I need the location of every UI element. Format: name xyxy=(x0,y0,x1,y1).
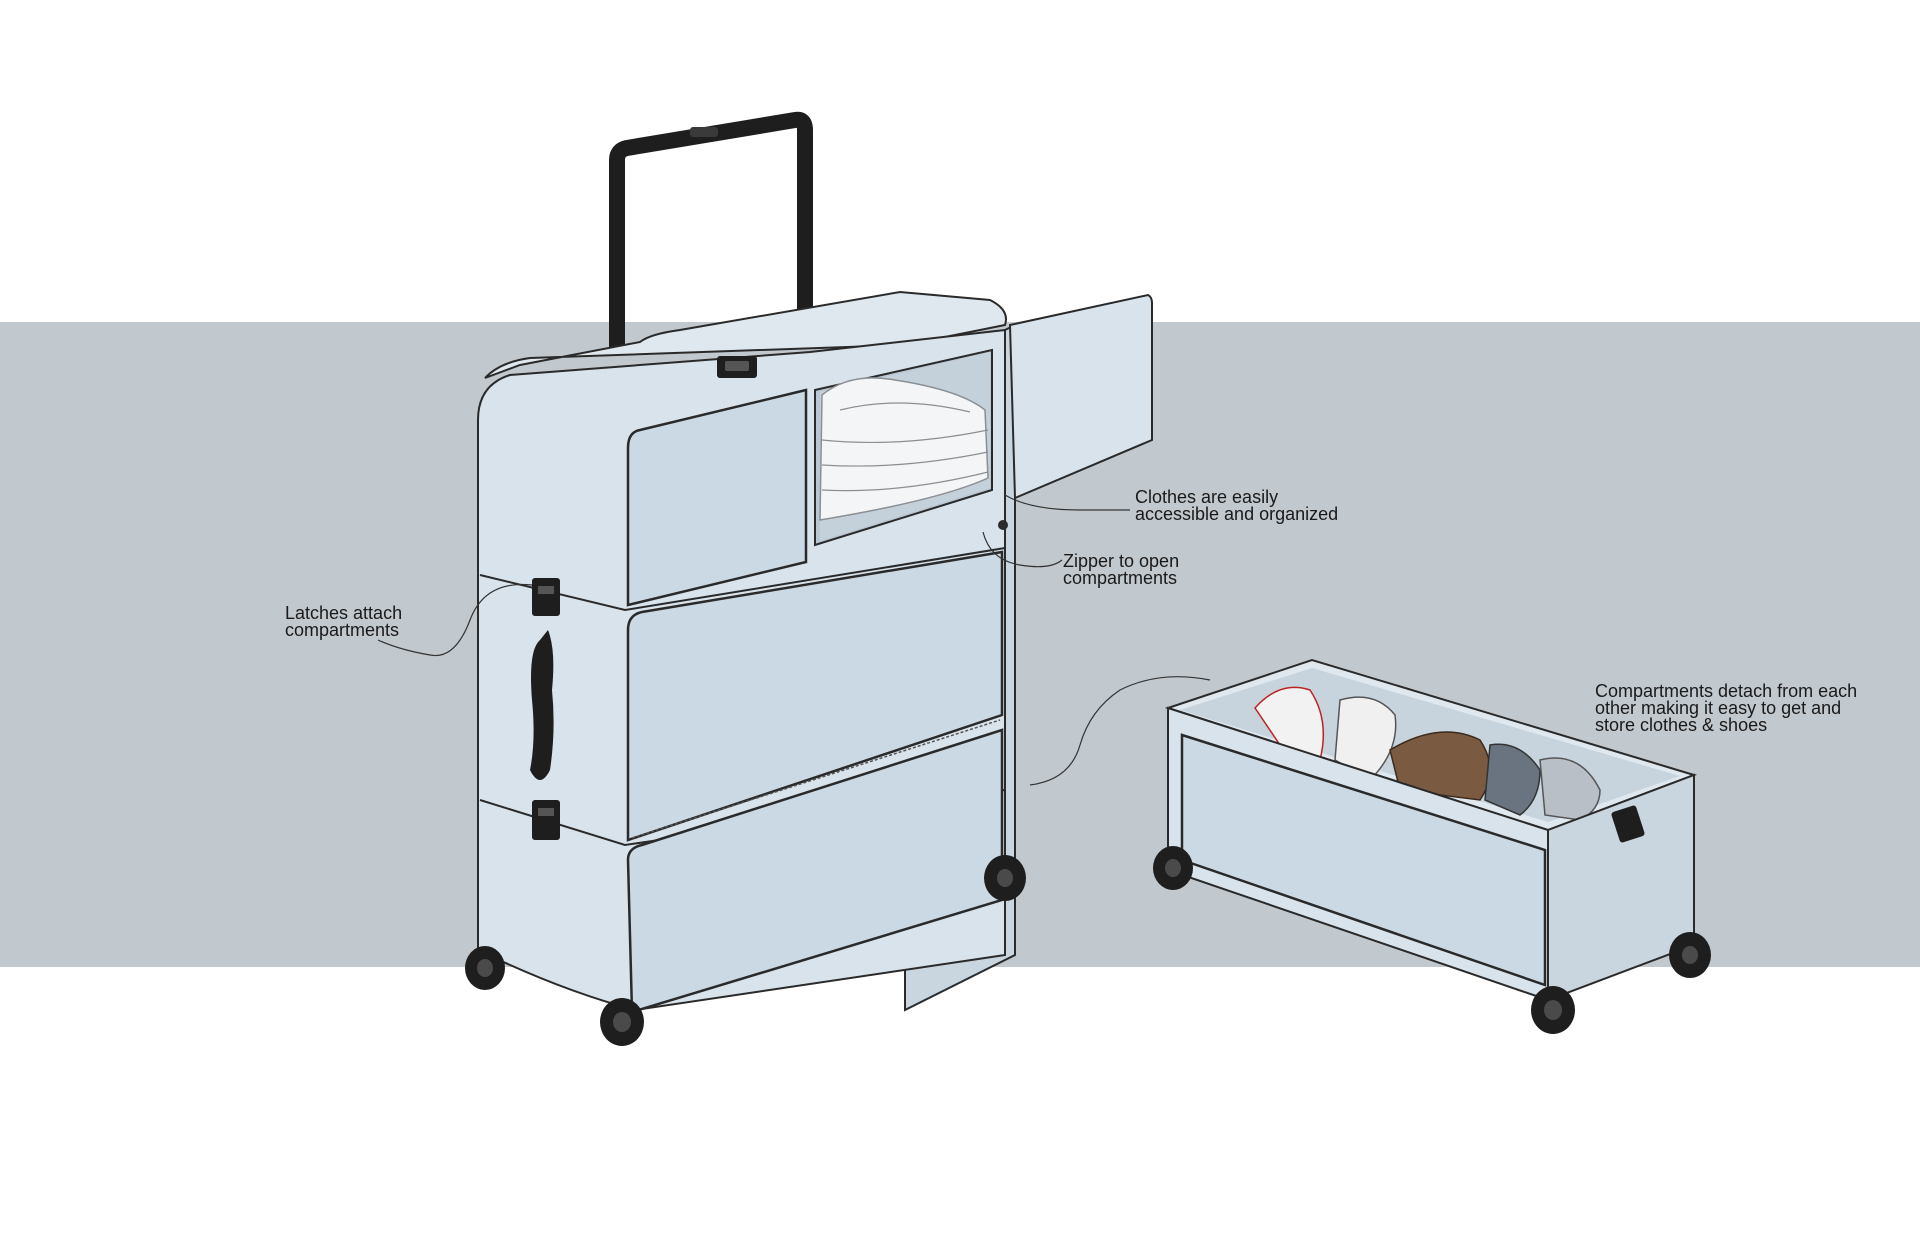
zipper-annotation: Zipper to open compartments xyxy=(1063,551,1180,588)
open-door xyxy=(1008,293,1153,500)
wheels-icon xyxy=(465,855,1026,1046)
main-suitcase xyxy=(465,111,1153,1046)
telescopic-handle xyxy=(609,111,813,350)
shoes-icon xyxy=(1254,686,1601,821)
side-carry-handle-icon xyxy=(530,630,554,780)
side-latch-icon xyxy=(532,578,560,840)
detach-annotation: Compartments detach from each other maki… xyxy=(1595,681,1858,735)
leader-lines xyxy=(377,494,1211,786)
clothes-annotation: Clothes are easily accessible and organi… xyxy=(1135,487,1339,524)
folded-clothes-icon xyxy=(819,377,989,521)
middle-drawer-panel xyxy=(626,550,1004,842)
bottom-drawer-panel xyxy=(626,728,1004,1014)
detached-compartment xyxy=(1153,658,1711,1034)
suitcase-top-face xyxy=(484,290,1007,379)
top-left-door xyxy=(626,388,808,607)
latches-annotation: Latches attach compartments xyxy=(285,603,403,640)
